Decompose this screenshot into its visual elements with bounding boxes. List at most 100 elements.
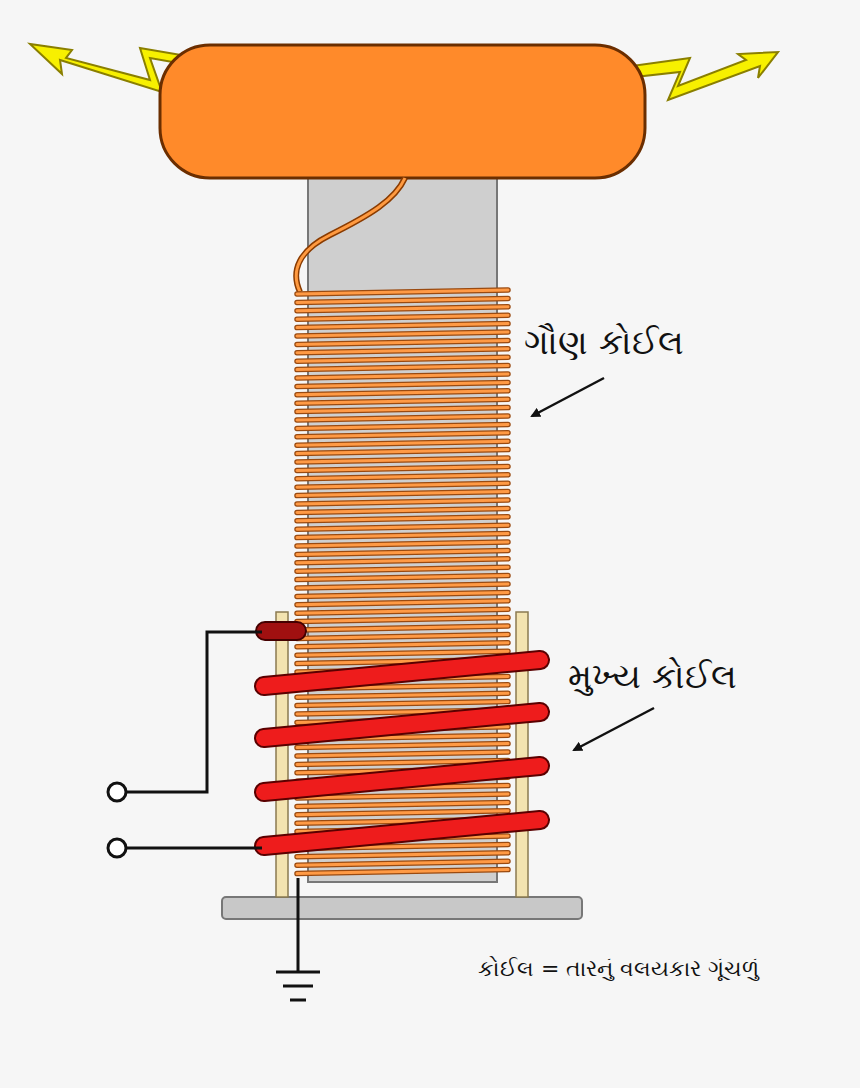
ground-wire [297, 878, 300, 972]
ground-symbol [283, 985, 313, 988]
secondary-winding [297, 861, 508, 865]
secondary-winding [297, 567, 508, 571]
secondary-winding [297, 382, 508, 386]
secondary-winding [297, 424, 508, 428]
secondary-winding [297, 634, 508, 638]
secondary-winding [297, 475, 508, 479]
secondary-winding [297, 433, 508, 437]
secondary-winding [297, 450, 508, 454]
secondary-winding [297, 550, 508, 554]
secondary-winding [297, 576, 508, 580]
ground-symbol [290, 999, 306, 1002]
secondary-winding [297, 450, 508, 454]
secondary-winding [297, 693, 508, 697]
secondary-winding [297, 458, 508, 462]
secondary-winding [297, 382, 508, 386]
secondary-winding [297, 349, 508, 353]
secondary-winding [297, 559, 508, 563]
secondary-winding [297, 634, 508, 638]
leader-arrow [574, 708, 654, 750]
secondary-winding [297, 357, 508, 361]
secondary-winding [297, 811, 508, 815]
secondary-winding [297, 542, 508, 546]
secondary-winding [297, 609, 508, 613]
secondary-winding [297, 651, 508, 655]
input-wire [126, 847, 262, 850]
secondary-winding [297, 441, 508, 445]
secondary-winding [297, 492, 508, 496]
secondary-winding [297, 861, 508, 865]
secondary-lead [296, 178, 405, 292]
ground-symbol [276, 971, 320, 974]
secondary-winding [297, 870, 508, 874]
secondary-winding [297, 290, 508, 294]
secondary-winding [297, 466, 508, 470]
secondary-winding [297, 399, 508, 403]
input-wire [126, 632, 262, 792]
leader-arrow [532, 378, 604, 416]
secondary-winding [297, 752, 508, 756]
secondary-winding [297, 391, 508, 395]
secondary-winding [297, 408, 508, 412]
secondary-winding [297, 525, 508, 529]
secondary-winding [297, 391, 508, 395]
secondary-winding [297, 618, 508, 622]
secondary-winding [297, 500, 508, 504]
primary-winding [264, 712, 540, 738]
secondary-winding [297, 752, 508, 756]
secondary-winding [297, 517, 508, 521]
secondary-winding [297, 324, 508, 328]
secondary-winding [297, 357, 508, 361]
secondary-winding [297, 534, 508, 538]
note-text: કોઈલ = તારનું વલયકાર ગૂંચળું [478, 956, 759, 982]
secondary-winding [297, 332, 508, 336]
primary-winding [264, 766, 540, 792]
primary-lead-cap [256, 622, 306, 640]
secondary-winding [297, 298, 508, 302]
terminal [108, 839, 126, 857]
secondary-winding [297, 399, 508, 403]
secondary-winding [297, 366, 508, 370]
top-load [160, 45, 645, 178]
secondary-winding [297, 416, 508, 420]
secondary-winding [297, 416, 508, 420]
secondary-winding [297, 601, 508, 605]
secondary-winding [297, 340, 508, 344]
part-label: મુખ્ય કોઈલ [568, 656, 737, 697]
primary-winding [264, 660, 540, 686]
secondary-winding [297, 349, 508, 353]
secondary-winding [297, 492, 508, 496]
secondary-winding [297, 307, 508, 311]
secondary-winding [297, 441, 508, 445]
secondary-winding [297, 702, 508, 706]
secondary-winding [297, 408, 508, 412]
secondary-winding [297, 584, 508, 588]
secondary-winding [297, 315, 508, 319]
secondary-winding [297, 366, 508, 370]
primary-winding [264, 712, 540, 738]
secondary-winding [297, 626, 508, 630]
secondary-winding [297, 702, 508, 706]
secondary-winding [297, 693, 508, 697]
secondary-winding [297, 433, 508, 437]
secondary-winding [297, 298, 508, 302]
secondary-winding [297, 592, 508, 596]
secondary-winding [297, 811, 508, 815]
secondary-winding [297, 424, 508, 428]
secondary-winding [297, 534, 508, 538]
secondary-winding [297, 483, 508, 487]
secondary-winding [297, 744, 508, 748]
secondary-winding [297, 559, 508, 563]
secondary-winding [297, 550, 508, 554]
secondary-winding [297, 853, 508, 857]
secondary-winding [297, 500, 508, 504]
secondary-winding [297, 542, 508, 546]
primary-winding [264, 766, 540, 792]
secondary-winding [297, 307, 508, 311]
secondary-winding [297, 466, 508, 470]
primary-winding [264, 820, 540, 846]
secondary-winding [297, 508, 508, 512]
secondary-lead [296, 178, 405, 292]
secondary-winding [297, 290, 508, 294]
